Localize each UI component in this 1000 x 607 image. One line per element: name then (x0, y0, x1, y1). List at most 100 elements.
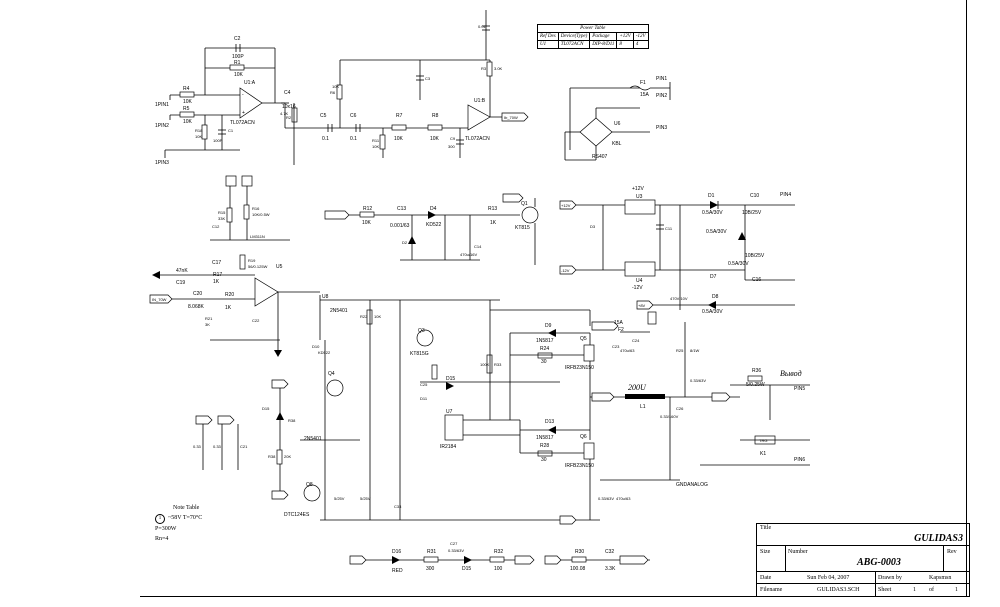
input-stage: -+ U1:A TL072ACN C2 100P R1 10K R4 10K R… (155, 36, 470, 166)
d7-value: 0.5A/30V (728, 261, 749, 267)
c27-value: 0.33/63V (448, 548, 464, 553)
d9-value: 1N5817 (536, 338, 554, 344)
c34-value: 5/25V (360, 496, 371, 501)
d15-label: D15 (462, 566, 471, 572)
regulator-u4 (624, 261, 656, 277)
c9-value: 300 (448, 144, 455, 149)
power-table-header-plus: +12V (616, 32, 634, 41)
pos-tag: +8V (638, 303, 646, 308)
c29-value: 0.33 (213, 444, 222, 449)
output-label: Вывод (780, 369, 802, 378)
pin3-input: 1PIN3 (155, 160, 169, 166)
rx-value: 10K (332, 84, 339, 89)
c3-label: C3 (425, 76, 431, 81)
c33-label: C33 (394, 504, 402, 509)
pin2-label: PIN2 (656, 93, 667, 99)
u5-type: LM311N (250, 234, 265, 239)
c28-value: 0.33 (193, 444, 202, 449)
r19-label: R19 (248, 258, 256, 263)
r7-label: R7 (396, 113, 403, 119)
u10-label: R38 (288, 418, 296, 423)
c24-value: 470u/63 (620, 348, 635, 353)
r4-label: R4 (183, 86, 190, 92)
r36-value: 5/0.25W (746, 382, 765, 388)
d11-label: D11 (420, 396, 428, 401)
sf-value: D15 (446, 376, 455, 382)
title-block: Title GULIDAS3 Size Number ABG-0003 Rev … (756, 523, 970, 597)
c4-label: C4 (284, 90, 291, 96)
r25-value: 8/1W (690, 348, 700, 353)
regulator-u3 (624, 199, 656, 215)
r11-label: R11 (372, 138, 380, 143)
r18-value: 10K (195, 134, 202, 139)
c25-label: C25 (420, 382, 428, 387)
r18-label: R18 (195, 128, 203, 133)
d13-label: D13 (545, 419, 554, 425)
c32-value: 3.3K (605, 566, 616, 572)
u3-label: U3 (636, 194, 643, 200)
filename-value: GULIDAS3.SCH (817, 587, 860, 593)
pin6-label: PIN6 (794, 457, 805, 463)
c1-label: C1 (228, 128, 234, 133)
r21-value: 3K (205, 322, 210, 327)
note-line: Rn=4 (155, 536, 169, 542)
filter-stage: R6 10K C3 0.01 R3 3.0K C5 0.1 C6 0.1 R7 … (320, 10, 529, 158)
q4-value: 2N5401 (304, 436, 322, 442)
mosfet-q6 (583, 442, 595, 460)
note-table: Note Table 1~58V T=70°C P=300W Rn=4 (155, 503, 202, 544)
out-net-tag: Ib_70W (504, 115, 518, 120)
r16-label: R16 (252, 206, 260, 211)
c22-label: C22 (252, 318, 260, 323)
f1-label: F1 (640, 80, 646, 86)
d4-label: D4 (430, 206, 437, 212)
c6-label: C6 (350, 113, 357, 119)
r15-value: 33K (218, 216, 225, 221)
r22-label: R22 (360, 314, 368, 319)
c15-value: 470V/10V (670, 296, 688, 301)
d10-value: KD522 (318, 350, 331, 355)
rev-label: Rev (947, 549, 957, 555)
r5-label: R5 (183, 106, 190, 112)
c16-value: 10B/25V (745, 253, 765, 259)
c10-label: C10 (750, 193, 759, 199)
r5-value: 10K (183, 119, 193, 125)
pin4-label: PIN4 (780, 192, 791, 198)
transistor-q1 (521, 206, 539, 224)
c23-label: C23 (612, 344, 620, 349)
c33-value: 5/25V (334, 496, 345, 501)
title-label: Title (760, 525, 772, 531)
f2-label: F2 (618, 327, 624, 333)
c4-value: 10x16 (282, 104, 296, 110)
r30-value: 100.08 (570, 566, 586, 572)
r11-value: 10K (372, 144, 379, 149)
transistor-q3 (416, 329, 434, 347)
c11-label: C11 (665, 226, 673, 231)
q3-label: Q3 (418, 328, 425, 334)
c19-label: C19 (176, 280, 185, 286)
r8-label: R8 (432, 113, 439, 119)
r1-label: R1 (234, 60, 241, 66)
c17-label: C17 (212, 260, 221, 266)
c14-value: 470u/16V (460, 252, 477, 257)
c5-label: C5 (320, 113, 327, 119)
k1-label: K1 (760, 451, 766, 457)
r30-label: R30 (575, 549, 584, 555)
u6-part: RS407 (592, 154, 608, 160)
date-value: Sun Feb 04, 2007 (807, 575, 850, 581)
power-table-cell: DIP-8/D11 (589, 40, 618, 49)
c36-value: 470u/63 (616, 496, 631, 501)
note-line: ~58V T=70°C (168, 515, 203, 521)
number-label: Number (788, 549, 808, 555)
q6-value: IRFB23N150 (565, 463, 594, 469)
q5-value: IRFB23N150 (565, 365, 594, 371)
r3-label: R3 (481, 66, 487, 71)
d8-value: 0.5A/30V (702, 309, 723, 315)
power-table-cell: 4 (632, 40, 649, 49)
drawn-by-label: Drawn by (878, 575, 902, 581)
r7-value: 10K (394, 136, 404, 142)
d1-label: D1 (708, 193, 715, 199)
pin2-input: 1PIN2 (155, 123, 169, 129)
sheet-label: Sheet (878, 587, 892, 593)
power-table-header-package: Package (589, 32, 618, 41)
u6-label: U6 (614, 121, 621, 127)
